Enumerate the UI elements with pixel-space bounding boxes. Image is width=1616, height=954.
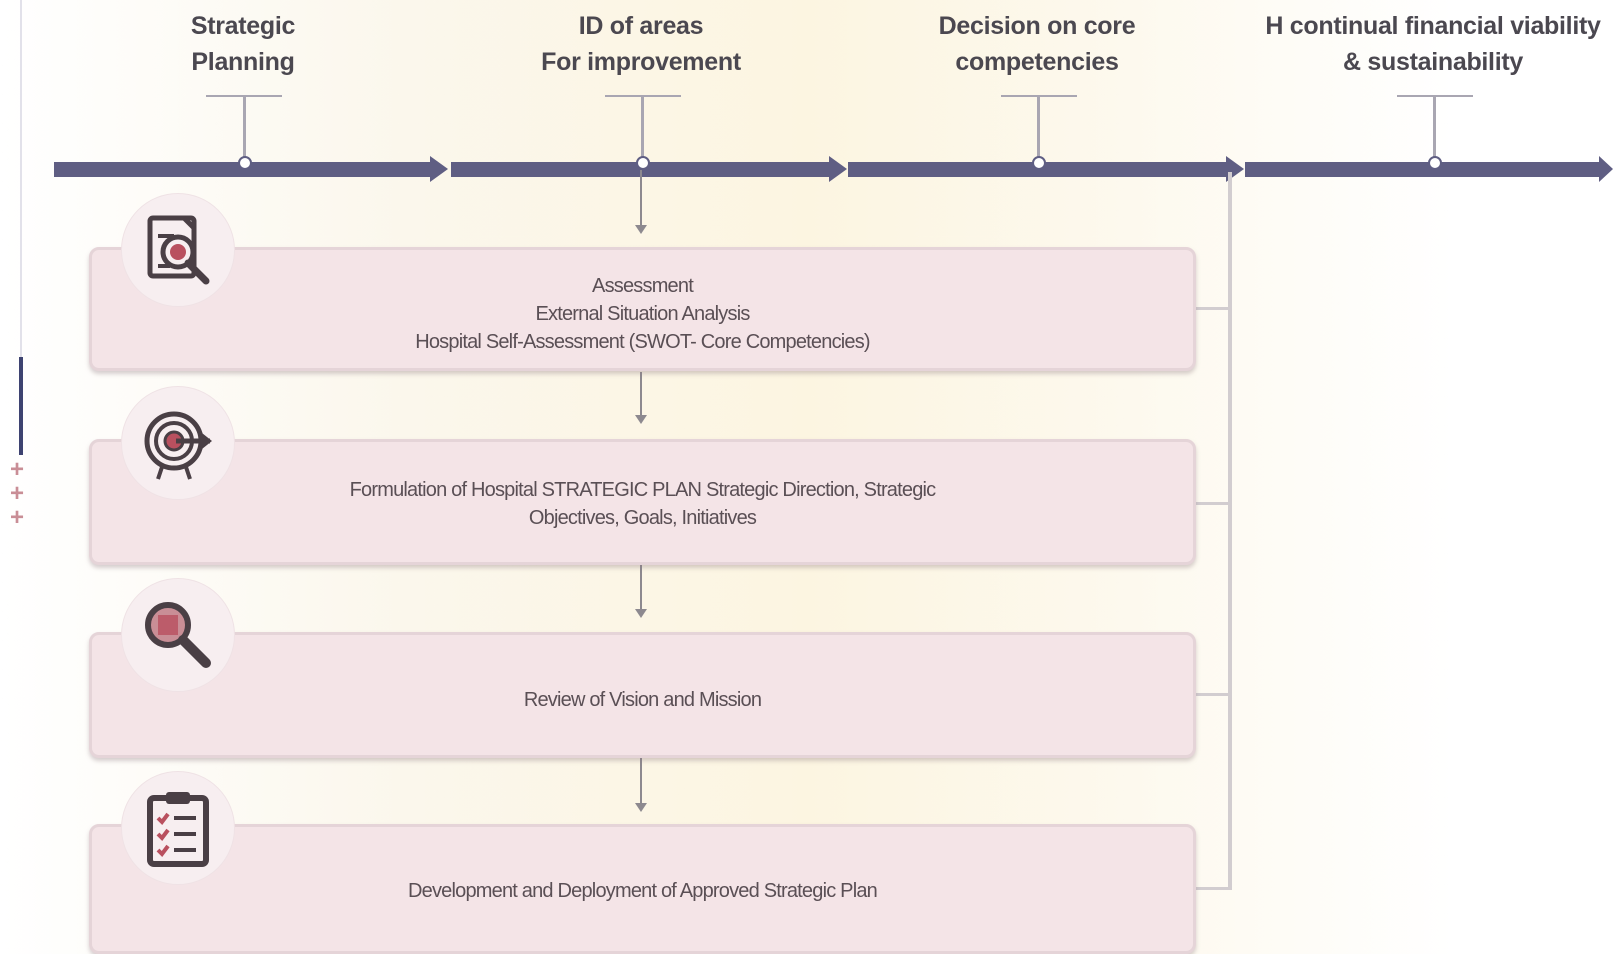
milestone-dot xyxy=(636,156,650,170)
step-text-line: Assessment xyxy=(592,275,694,297)
step-icon-badge xyxy=(121,193,235,307)
step-text-line: External Situation Analysis xyxy=(535,303,750,325)
flow-connector-arrow xyxy=(635,170,647,234)
bracket-tick xyxy=(1196,887,1230,890)
magnifying-glass-icon xyxy=(145,602,211,668)
step-icon-badge xyxy=(121,578,235,692)
left-divider-line xyxy=(20,0,22,450)
stage-header-line: For improvement xyxy=(541,48,741,76)
bracket-tick xyxy=(1196,307,1230,310)
step-icon-badge xyxy=(121,771,235,885)
plus-mark-icon: + xyxy=(10,480,25,507)
stage-header-line: Decision on core xyxy=(938,12,1136,40)
document-magnifier-icon xyxy=(147,215,210,285)
stage-header-core-competencies: Decision on core competencies xyxy=(857,8,1217,80)
stem-line xyxy=(1433,96,1436,158)
stage-header-financial-viability: H continual financial viability & sustai… xyxy=(1253,8,1613,80)
step-icon-badge xyxy=(121,386,235,500)
milestone-dot xyxy=(1032,156,1046,170)
step-text-line: Formulation of Hospital STRATEGIC PLAN S… xyxy=(349,479,937,501)
process-step-formulation: Formulation of Hospital STRATEGIC PLAN S… xyxy=(89,439,1196,565)
stem-line xyxy=(1037,96,1040,158)
target-arrow-icon xyxy=(144,411,212,480)
bracket-tick xyxy=(1196,693,1230,696)
step-text-line: Hospital Self-Assessment (SWOT- Core Com… xyxy=(415,331,870,353)
stage-header-strategic-planning: Strategic Planning xyxy=(63,8,423,80)
stage-header-line: competencies xyxy=(955,48,1119,76)
process-step-development: Development and Deployment of Approved S… xyxy=(89,824,1196,954)
milestone-dot xyxy=(238,156,252,170)
stage-header-line: Planning xyxy=(191,48,295,76)
stage-header-line: H continual financial viability xyxy=(1265,12,1601,40)
step-text-line: Development and Deployment of Approved S… xyxy=(407,880,878,902)
bracket-tick xyxy=(1196,502,1230,505)
left-scroll-indicator xyxy=(19,357,23,455)
step-text-line: Review of Vision and Mission xyxy=(523,689,762,711)
flow-connector-arrow xyxy=(635,757,647,812)
plus-mark-icon: + xyxy=(10,504,25,531)
stage-header-line: & sustainability xyxy=(1343,48,1523,76)
stage-header-line: Strategic xyxy=(190,12,296,40)
plus-mark-icon: + xyxy=(10,456,25,483)
stem-line xyxy=(641,96,644,158)
stem-line xyxy=(243,96,246,158)
stage-header-areas-for-improvement: ID of areas For improvement xyxy=(461,8,821,80)
timeline-arrow xyxy=(1245,156,1613,182)
flow-connector-arrow xyxy=(635,372,647,424)
flow-connector-arrow xyxy=(635,565,647,618)
bracket-line xyxy=(1228,172,1232,890)
milestone-dot xyxy=(1428,156,1442,170)
process-step-review: Review of Vision and Mission xyxy=(89,632,1196,758)
step-text-line: Objectives, Goals, Initiatives xyxy=(528,507,757,529)
process-step-assessment: Assessment External Situation Analysis H… xyxy=(89,247,1196,371)
clipboard-checklist-icon xyxy=(147,792,209,867)
stage-header-line: ID of areas xyxy=(578,12,704,40)
